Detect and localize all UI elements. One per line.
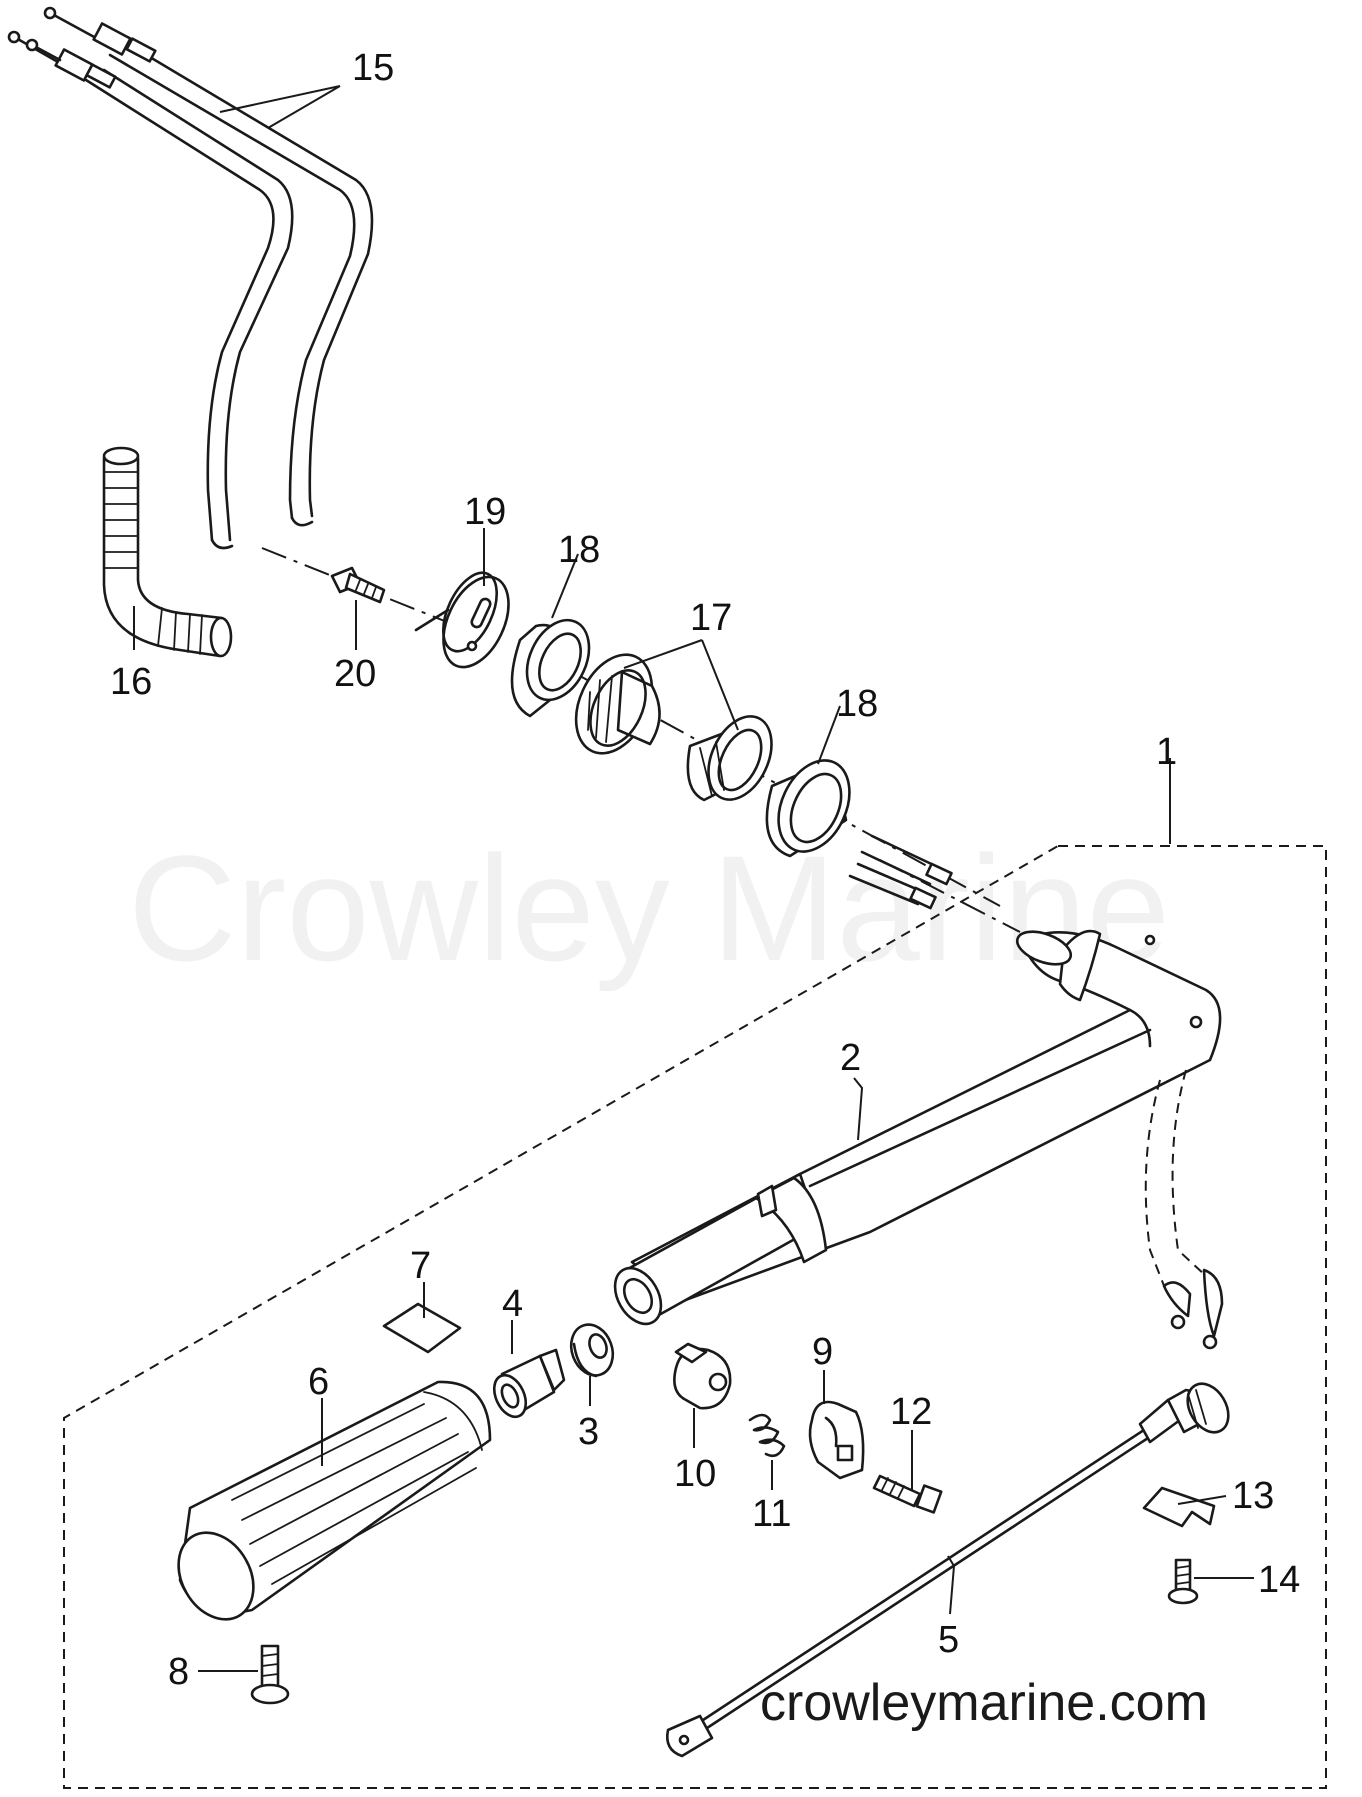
- label-part-1: 1: [1156, 731, 1177, 773]
- clip-part-13: [1142, 1486, 1216, 1528]
- label-part-19: 19: [464, 491, 506, 533]
- grommet-part-18a: [510, 618, 591, 718]
- label-part-8: 8: [168, 1651, 189, 1693]
- leader-18b: [817, 705, 841, 765]
- rod-part-5: [666, 1382, 1230, 1758]
- label-part-18a: 18: [558, 529, 600, 571]
- leader-15: [219, 85, 341, 129]
- label-part-15: 15: [352, 47, 394, 89]
- label-part-13: 13: [1232, 1475, 1274, 1517]
- bushing-part-4: [492, 1348, 566, 1419]
- control-cables-part-15: [7, 6, 374, 550]
- leader-5: [947, 1555, 956, 1615]
- label-part-9: 9: [812, 1331, 833, 1373]
- hose-part-16: [102, 446, 233, 658]
- bolt-part-12: [872, 1474, 943, 1514]
- bolt-part-20: [330, 566, 386, 604]
- washer-part-3: [569, 1323, 615, 1378]
- bushing-part-17a: [574, 653, 661, 755]
- harness-clips: [1144, 1069, 1224, 1350]
- leader-17: [623, 639, 739, 731]
- clamp-part-9: [808, 1400, 865, 1480]
- cam-part-10: [673, 1342, 732, 1410]
- label-part-3: 3: [578, 1411, 599, 1453]
- watermark-text: Crowley Marine: [128, 824, 1170, 992]
- spring-part-11: [748, 1413, 786, 1458]
- grip-part-6: [177, 1380, 492, 1621]
- leader-2: [853, 1077, 864, 1141]
- leader-13: [1177, 1495, 1227, 1505]
- label-part-7: 7: [410, 1245, 431, 1287]
- grommet-part-18b: [765, 759, 851, 858]
- label-part-20: 20: [334, 653, 376, 695]
- label-part-11: 11: [752, 1493, 791, 1535]
- decal-part-7: [382, 1302, 462, 1354]
- label-part-4: 4: [502, 1283, 523, 1325]
- plate-part-19: [414, 571, 510, 669]
- leader-18a: [551, 553, 579, 619]
- label-part-6: 6: [308, 1361, 329, 1403]
- label-part-10: 10: [674, 1453, 716, 1495]
- label-part-14: 14: [1258, 1559, 1300, 1601]
- label-part-5: 5: [938, 1619, 959, 1661]
- assembly-boundary: [63, 845, 1327, 1789]
- website-text: crowleymarine.com: [760, 1674, 1208, 1732]
- label-part-12: 12: [890, 1391, 932, 1433]
- label-part-18b: 18: [836, 683, 878, 725]
- label-part-16: 16: [110, 661, 152, 703]
- bushing-part-17b: [686, 715, 773, 802]
- tiller-arm-part-2: [613, 929, 1222, 1326]
- screw-part-8: [250, 1644, 290, 1705]
- cable-terminals: [848, 834, 953, 910]
- label-part-2: 2: [840, 1037, 861, 1079]
- screw-part-14: [1167, 1558, 1199, 1605]
- label-part-17: 17: [690, 597, 732, 639]
